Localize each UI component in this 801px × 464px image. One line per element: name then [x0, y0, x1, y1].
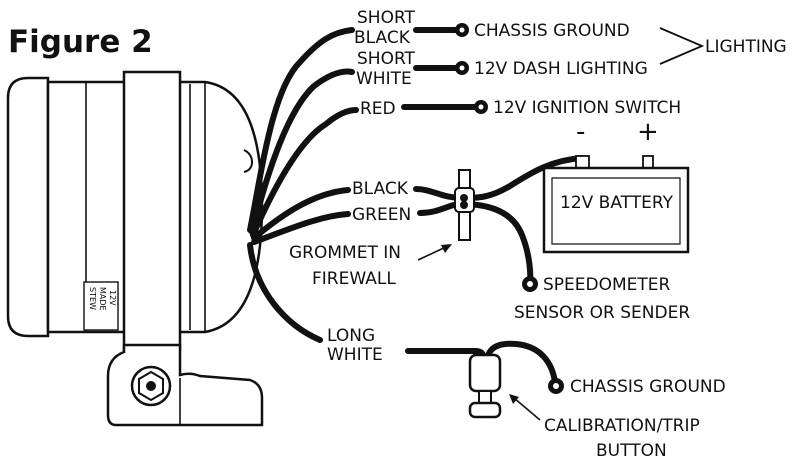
grommet [454, 169, 475, 241]
terminal-chassis-ground-top [455, 23, 469, 37]
terminal-dash-lighting [455, 61, 469, 75]
battery [542, 155, 690, 254]
lighting-brace [659, 27, 705, 65]
label-short-black-1: SHORT [357, 8, 416, 28]
wires [247, 27, 585, 385]
wire-green [251, 211, 351, 245]
label-green: GREEN [352, 205, 411, 225]
label-short-black-2: BLACK [354, 28, 411, 48]
label-speedometer-1: SPEEDOMETER [543, 275, 671, 295]
calibration-button [468, 353, 502, 419]
calibration-arrowhead [509, 394, 519, 404]
label-black: BLACK [352, 179, 409, 199]
mounting-bracket [106, 70, 264, 427]
gauge-text-made: MADE [98, 287, 107, 311]
gauge-text-12v: 12V [108, 290, 117, 306]
calibration-arrow [513, 397, 541, 421]
gauge-text-stew: STEW [88, 287, 97, 310]
wire-green-to-sensor [417, 200, 534, 288]
battery-positive-sign: + [637, 117, 659, 147]
wire-black [251, 187, 351, 241]
wire-long-white [247, 242, 323, 343]
label-chassis-ground-bottom: CHASSIS GROUND [570, 377, 726, 397]
label-dash-lighting: 12V DASH LIGHTING [474, 59, 648, 79]
label-grommet-1: GROMMET IN [289, 243, 401, 263]
wire-button-to-ground [485, 340, 558, 385]
label-ignition: 12V IGNITION SWITCH [493, 98, 681, 118]
label-calibration-1: CALIBRATION/TRIP [544, 416, 700, 436]
wire-black-to-battery [413, 155, 585, 202]
terminal-chassis-ground-bottom [548, 378, 564, 394]
wire-short-white [249, 68, 355, 235]
figure-title: Figure 2 [8, 24, 153, 60]
terminal-ignition [474, 100, 488, 114]
label-lighting: LIGHTING [705, 37, 787, 57]
label-long-white-1: LONG [327, 326, 375, 346]
battery-label: 12V BATTERY [560, 193, 674, 213]
battery-negative-sign: - [576, 117, 585, 147]
label-grommet-2: FIREWALL [312, 269, 396, 289]
gauge-body: 12V MADE STEW [6, 76, 264, 338]
terminal-speedometer [522, 276, 538, 292]
label-long-white-2: WHITE [327, 345, 383, 365]
label-calibration-2: BUTTON [596, 441, 667, 461]
wire-short-black [247, 27, 355, 233]
label-chassis-ground-top: CHASSIS GROUND [474, 21, 630, 41]
label-red: RED [360, 99, 396, 119]
label-speedometer-2: SENSOR OR SENDER [514, 303, 690, 323]
wire-red [250, 107, 359, 238]
grommet-arrowhead [441, 244, 452, 253]
label-short-white-2: WHITE [356, 69, 412, 89]
label-short-white-1: SHORT [357, 49, 416, 69]
